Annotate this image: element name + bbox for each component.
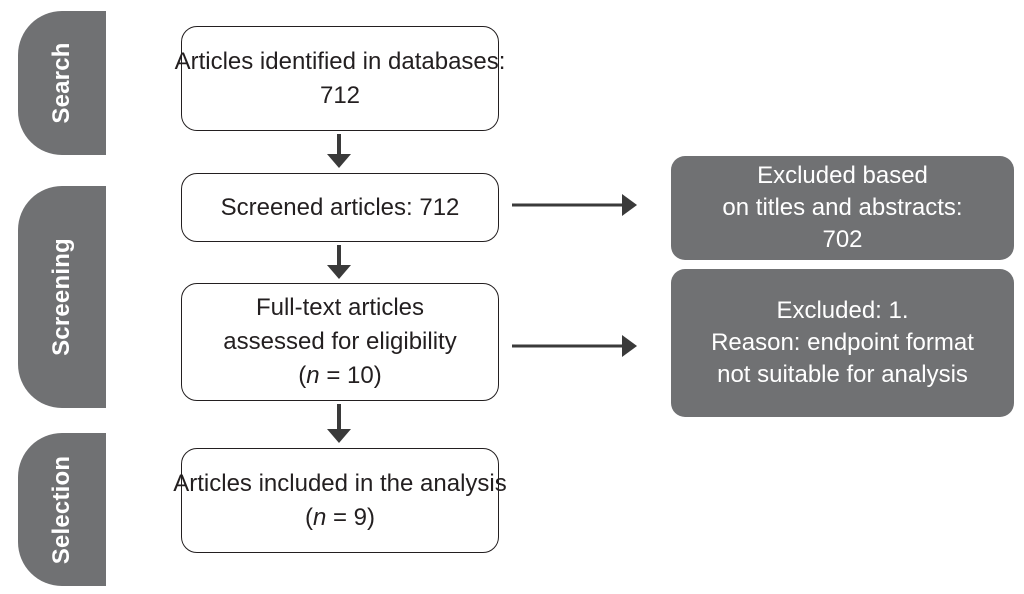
box-screened-articles-text: Screened articles: 712: [220, 193, 460, 221]
box-articles-identified: Articles identified in databases: 712: [175, 26, 505, 131]
box-included-paren-open: (: [304, 503, 313, 531]
stage-selection: Selection: [18, 433, 106, 586]
box-fulltext-count: (n = 10): [298, 359, 381, 393]
excluded-fulltext-line1: Excluded: 1.: [776, 297, 909, 324]
box-screened-articles: Screened articles: 712: [181, 173, 499, 242]
box-fulltext-line1: Full-text articles: [255, 294, 425, 321]
arrow-down-screened-to-fulltext: [327, 245, 351, 279]
arrow-down-fulltext-to-included: [327, 404, 351, 443]
excluded-fulltext-line2: Reason: endpoint format: [711, 329, 974, 356]
excluded-titles-abstracts-box: Excluded based on titles and abstracts: …: [671, 156, 1014, 260]
stage-search: Search: [18, 11, 106, 155]
box-fulltext-n-value: = 10): [319, 362, 382, 389]
box-included-n-value: = 9): [326, 503, 376, 531]
excluded-titles-line1: Excluded based: [757, 162, 928, 189]
excluded-fulltext-line3: not suitable for analysis: [717, 361, 968, 388]
box-included-n-symbol: n: [312, 503, 327, 531]
excluded-titles-line2: on titles and abstracts:: [722, 194, 963, 221]
box-fulltext-paren-open: (: [298, 362, 307, 389]
excluded-fulltext-box: Excluded: 1. Reason: endpoint format not…: [671, 269, 1014, 417]
arrow-down-identified-to-screened: [327, 134, 351, 168]
stage-screening: Screening: [18, 186, 106, 408]
box-fulltext-assessed: Full-text articles assessed for eligibil…: [181, 283, 499, 401]
arrow-right-to-excluded-titles: [512, 194, 637, 216]
box-articles-identified-line1: Articles identified in databases:: [174, 47, 506, 75]
box-fulltext-n-symbol: n: [306, 362, 320, 389]
arrow-right-to-excluded-fulltext: [512, 335, 637, 357]
box-included-line1: Articles included in the analysis: [173, 469, 507, 497]
excluded-titles-count: 702: [822, 226, 863, 253]
box-articles-included: Articles included in the analysis (n = 9…: [173, 448, 507, 553]
box-included-count: (n = 9): [305, 501, 375, 535]
box-fulltext-line2: assessed for eligibility: [223, 328, 457, 355]
box-articles-identified-count: 712: [319, 81, 361, 109]
